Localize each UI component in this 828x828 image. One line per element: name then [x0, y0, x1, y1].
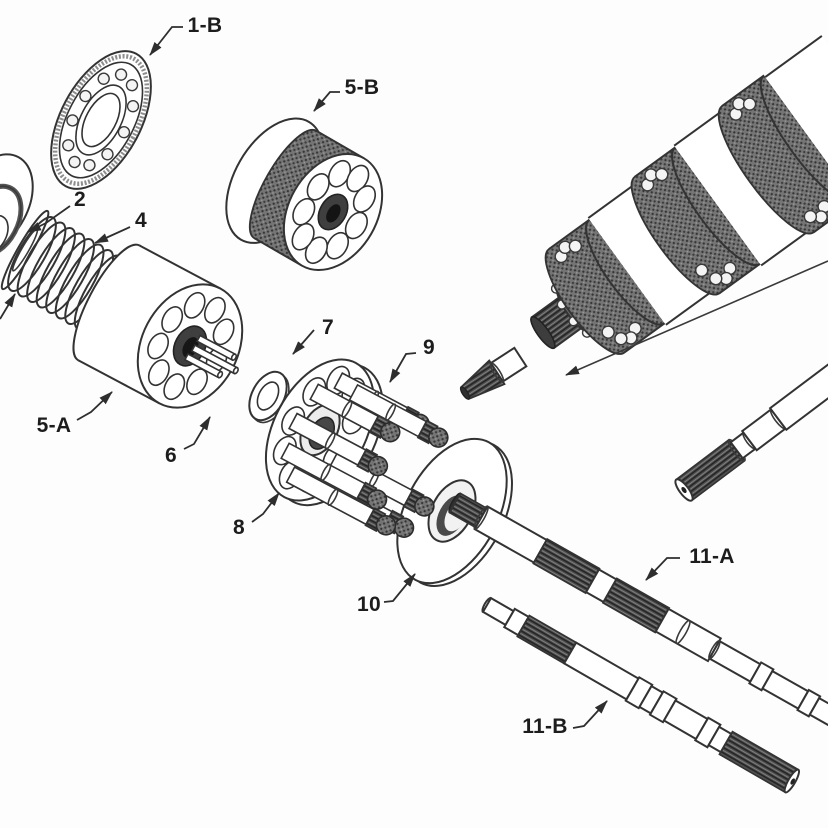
part-label-2: 2	[74, 188, 86, 211]
group-white-band-2	[673, 108, 812, 267]
part-label-9: 9	[423, 336, 435, 359]
group-white-band-1	[587, 180, 717, 326]
leader-lines	[0, 26, 680, 729]
group-bearing-band-2	[630, 146, 761, 296]
leader-line-cutoff-right	[565, 260, 828, 376]
piston-9	[280, 442, 388, 510]
leader-11a	[645, 557, 680, 581]
block-5b-bores	[291, 159, 377, 265]
leader-9	[389, 352, 417, 383]
leader-1b	[149, 26, 183, 56]
shaft-taper-stub	[459, 346, 528, 400]
part-label-8: 8	[233, 516, 245, 539]
leader-7	[292, 329, 315, 355]
leader-5a	[76, 391, 113, 421]
drive-shaft-11a	[448, 492, 828, 729]
part-label-1-b: 1-B	[187, 14, 223, 37]
piston-9	[285, 466, 397, 536]
leader-5b	[313, 91, 340, 112]
group-bearing-band-3	[717, 74, 828, 235]
piston-9	[309, 383, 401, 443]
drive-shaft-11b	[481, 596, 801, 794]
splined-coupling-shaft	[674, 352, 828, 502]
group-bearing-band-1	[544, 218, 666, 355]
part-label-5-b: 5-B	[344, 76, 380, 99]
retainer-washer-stack	[0, 153, 34, 258]
cylinder-block-5a	[72, 243, 244, 409]
leader-10	[383, 573, 416, 603]
spherical-washer-7	[248, 370, 290, 424]
piston-9	[287, 412, 389, 477]
piston-9	[348, 383, 449, 448]
bearing-balls	[62, 68, 140, 172]
leader-cutoff-left	[0, 293, 16, 320]
leader-2	[27, 205, 71, 233]
leader-4	[94, 226, 131, 244]
leader-8	[251, 492, 280, 523]
leader-6	[183, 416, 211, 450]
part-label-6: 6	[165, 444, 177, 467]
part-label-11-a: 11-A	[689, 545, 735, 568]
part-label-4: 4	[135, 209, 147, 232]
assembled-rotary-group	[530, 35, 828, 355]
group-white-band-3	[764, 35, 828, 201]
ball-bearing-1b	[50, 50, 152, 190]
part-label-7: 7	[322, 316, 334, 339]
cylinder-block-5b	[225, 117, 384, 272]
part-label-11-b: 11-B	[522, 715, 568, 738]
piston-retainer-plate-8	[264, 358, 449, 538]
part-label-10: 10	[357, 593, 381, 616]
part-label-5-a: 5-A	[36, 414, 72, 437]
center-pins-6	[183, 334, 239, 379]
leader-11b	[572, 700, 608, 729]
